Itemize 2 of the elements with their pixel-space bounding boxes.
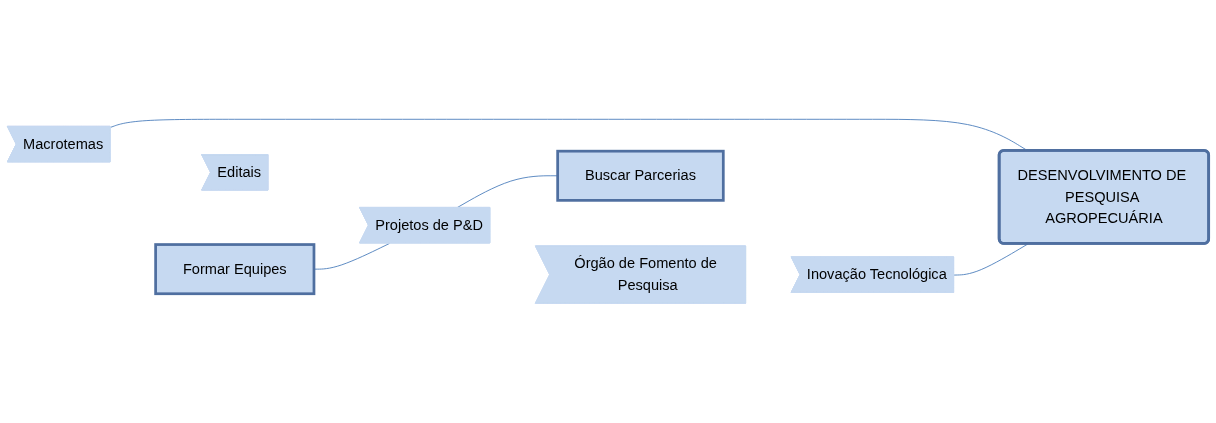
node-box: Formar Equipes xyxy=(154,243,316,296)
node-box: Buscar Parcerias xyxy=(556,150,725,202)
